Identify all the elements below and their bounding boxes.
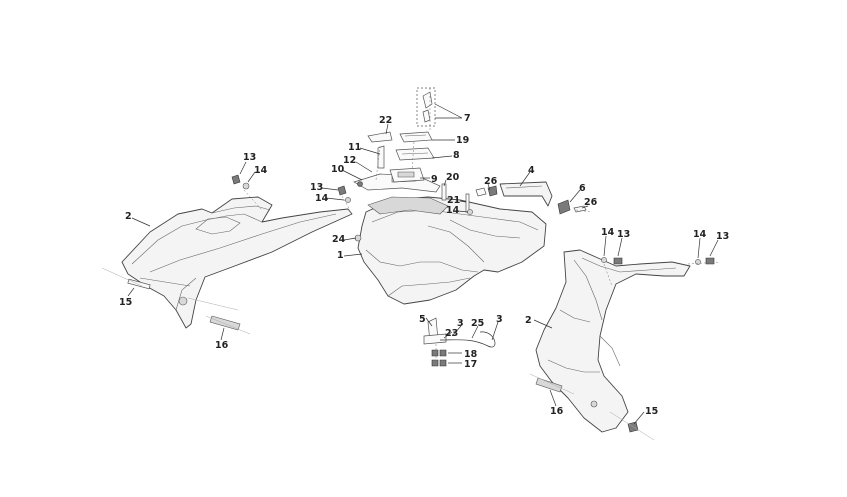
callout-24: 24 [332, 234, 346, 245]
screw-13a [231, 174, 241, 185]
washer-14c [467, 209, 473, 215]
callout-14b: 14 [315, 193, 329, 204]
washer-14b [345, 197, 351, 203]
callout-22: 22 [379, 115, 392, 126]
bracket-5 [423, 317, 447, 345]
assembly-axes [101, 88, 721, 441]
callout-13d: 13 [716, 231, 729, 242]
callout-23: 23 [445, 328, 458, 339]
callout-16b: 16 [550, 406, 564, 417]
callout-20: 20 [446, 172, 460, 183]
cable-25 [439, 331, 496, 348]
bolt-20 [441, 183, 447, 201]
left-side-panel [121, 196, 353, 329]
callout-8: 8 [453, 150, 460, 161]
callout-11: 11 [348, 142, 361, 153]
callout-14d: 14 [601, 227, 615, 238]
callout-16a: 16 [215, 340, 229, 351]
callout-18: 18 [464, 349, 478, 360]
callout-13c: 13 [617, 229, 630, 240]
screw-15b [627, 421, 639, 433]
callout-21: 21 [447, 195, 460, 206]
bracket-4 [499, 181, 553, 207]
callout-7: 7 [464, 113, 471, 124]
callout-14e: 14 [693, 229, 707, 240]
callout-14a: 14 [254, 165, 268, 176]
strip-16a [209, 315, 241, 331]
callout-26a: 26 [484, 176, 498, 187]
callout-26b: 26 [584, 197, 598, 208]
callout-15b: 15 [645, 406, 658, 417]
washer-14e [695, 259, 701, 265]
callout-10: 10 [331, 164, 345, 175]
callout-3a: 3 [457, 318, 464, 329]
clip-26a [475, 185, 498, 197]
callout-2a: 2 [125, 211, 132, 222]
central-body [357, 196, 547, 305]
screw-13b [337, 185, 347, 196]
callout-19: 19 [456, 135, 469, 146]
clip-6 [557, 199, 571, 215]
callout-5: 5 [419, 314, 426, 325]
callout-2b: 2 [525, 315, 532, 326]
screw-17 [431, 359, 447, 367]
bolt-22 [367, 131, 393, 169]
plate-8 [395, 147, 435, 161]
callout-13b: 13 [310, 182, 323, 193]
callout-labels: 7 22 19 11 8 12 10 9 4 20 26 13 14 13 14… [119, 113, 729, 417]
screw-15a [127, 278, 151, 290]
bracket-9 [389, 167, 425, 183]
callout-3b: 3 [496, 314, 503, 325]
callout-4: 4 [528, 165, 535, 176]
screw-18 [431, 349, 447, 357]
callout-15a: 15 [119, 297, 132, 308]
strip-16b [535, 377, 563, 393]
callout-6: 6 [579, 183, 586, 194]
washer-14d [601, 257, 607, 263]
callout-9: 9 [431, 174, 438, 185]
leader-lines [127, 103, 719, 425]
right-side-panel [535, 249, 691, 433]
callout-25: 25 [471, 318, 484, 329]
screw-13d [705, 257, 715, 265]
callout-14c: 14 [446, 205, 460, 216]
callout-17: 17 [464, 359, 477, 370]
bracket-7 [416, 87, 436, 127]
callout-13a: 13 [243, 152, 256, 163]
screw-13c [613, 257, 623, 265]
bolt-21 [465, 193, 470, 213]
callout-12: 12 [343, 155, 356, 166]
washer-14a [242, 182, 250, 190]
plate-19 [399, 131, 433, 143]
callout-1: 1 [337, 250, 344, 261]
